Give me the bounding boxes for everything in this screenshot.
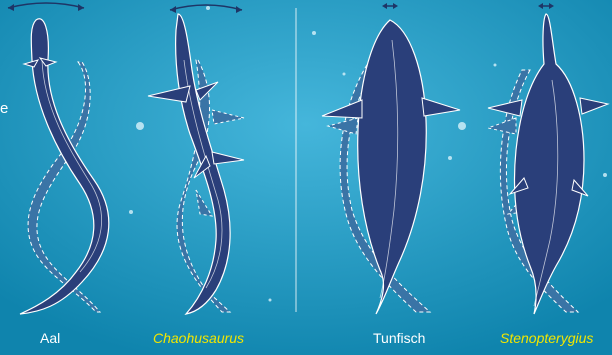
label-chaohusaurus: Chaohusaurus (153, 330, 244, 346)
label-tunfisch: Tunfisch (373, 330, 425, 346)
cut-off-text-fragment: e (0, 100, 8, 117)
label-stenopterygius: Stenopterygius (500, 330, 593, 346)
label-aal: Aal (40, 330, 60, 346)
